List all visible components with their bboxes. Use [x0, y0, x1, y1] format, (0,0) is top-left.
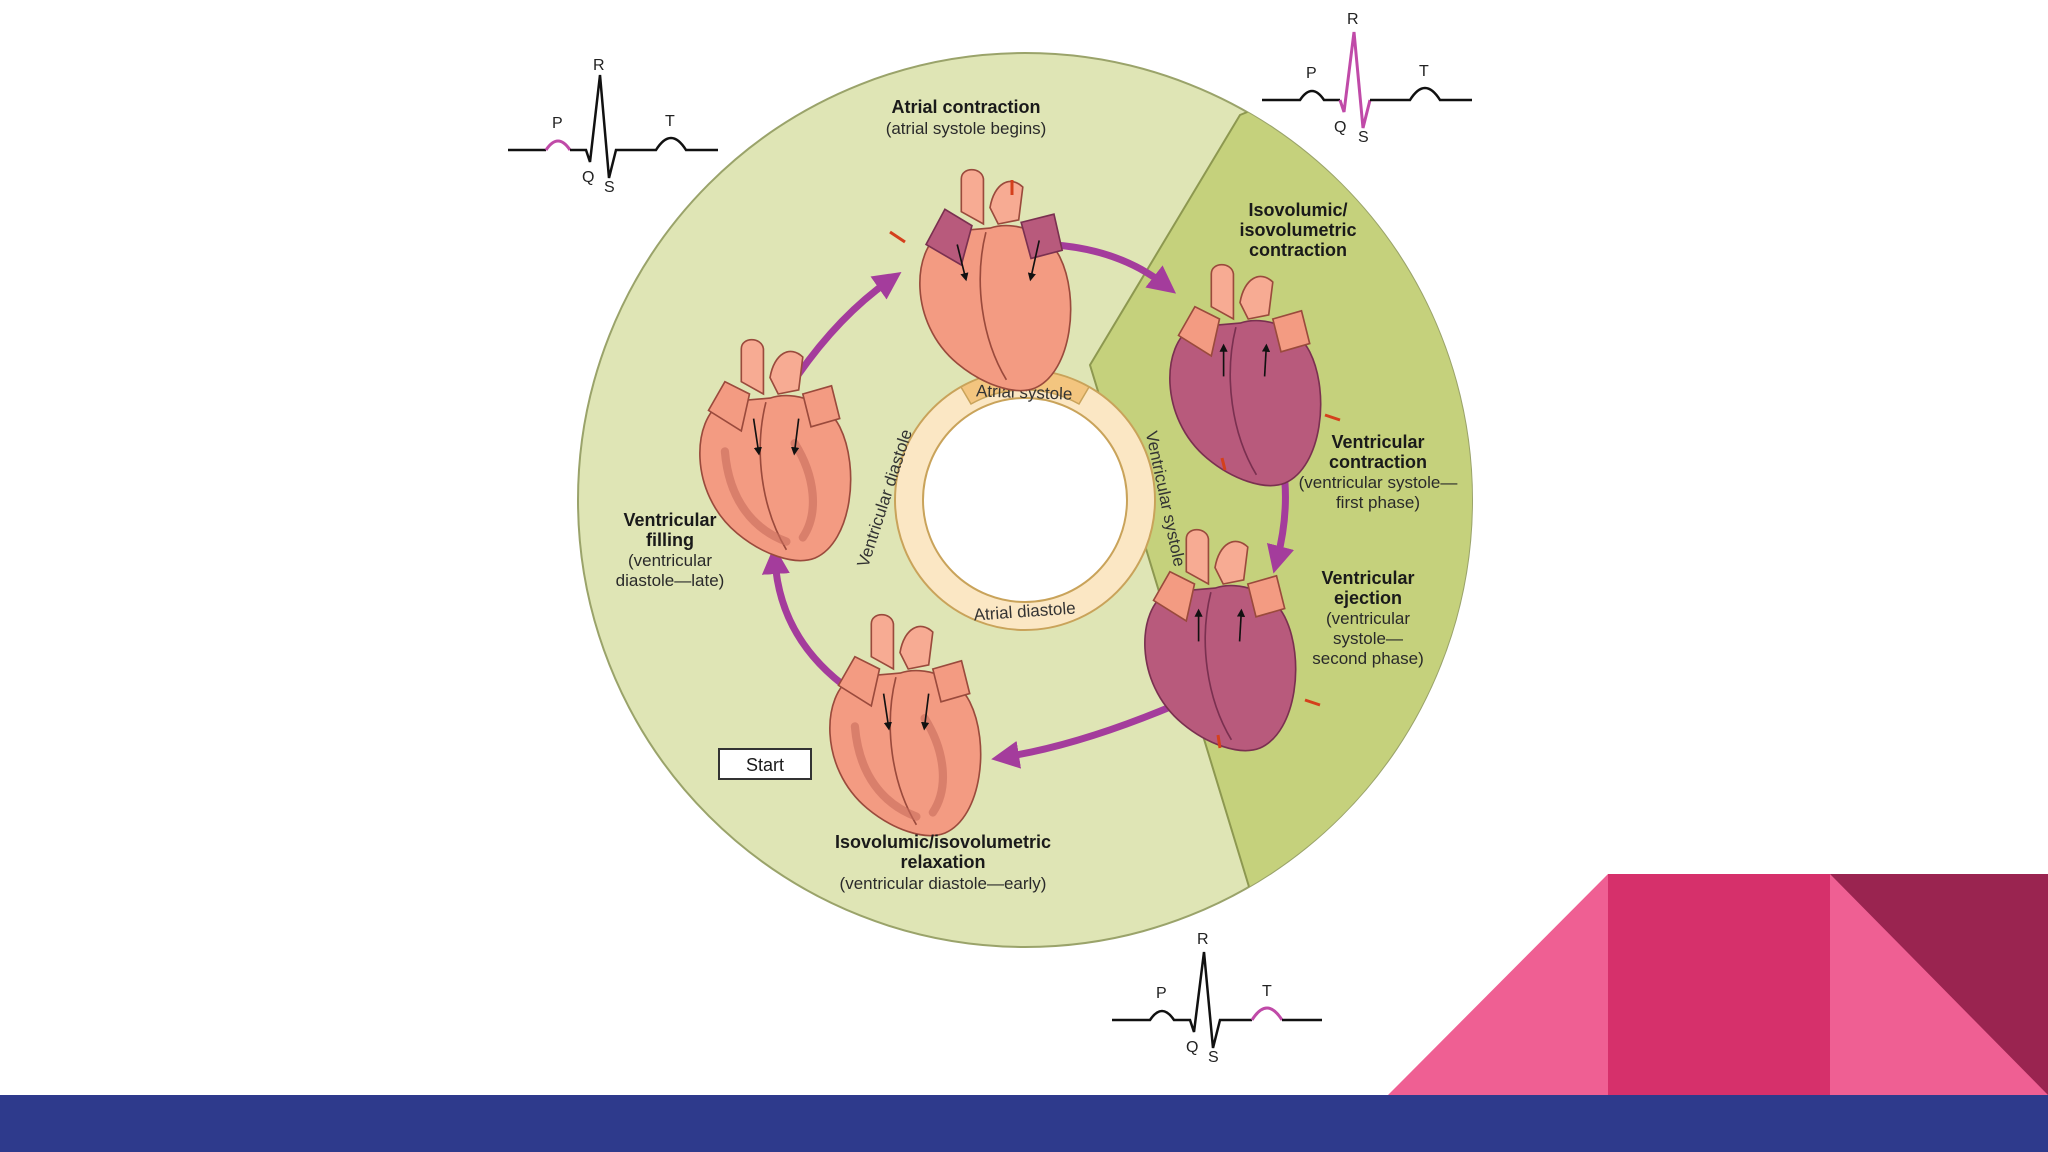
svg-text:T: T — [665, 113, 675, 130]
ecg-trace-qrs-highlight: P R Q S T — [1262, 11, 1472, 146]
red-pointer — [889, 230, 906, 244]
svg-text:filling: filling — [646, 530, 694, 550]
phase-sub-atrial-contraction: (atrial systole begins) — [886, 119, 1047, 138]
start-label: Start — [746, 755, 784, 775]
red-pointer — [1324, 413, 1341, 422]
cycle-arrow-3 — [991, 701, 1179, 769]
svg-text:P: P — [552, 115, 563, 132]
svg-text:R: R — [593, 57, 605, 74]
svg-text:relaxation: relaxation — [900, 852, 985, 872]
svg-text:T: T — [1262, 983, 1272, 1000]
svg-text:(ventricular systole—: (ventricular systole— — [1299, 473, 1458, 492]
phase-label-ventricular-filling: Ventricular filling (ventricular diastol… — [616, 510, 725, 590]
phase-label-ventricular-ejection: Ventricular ejection (ventricular systol… — [1312, 568, 1424, 668]
svg-text:R: R — [1197, 931, 1209, 948]
svg-text:Isovolumic/isovolumetric: Isovolumic/isovolumetric — [835, 832, 1051, 852]
svg-text:(ventricular diastole—early): (ventricular diastole—early) — [840, 874, 1047, 893]
phase-label-isovolumic-relaxation: Isovolumic/isovolumetric relaxation (ven… — [835, 832, 1051, 893]
svg-text:second phase): second phase) — [1312, 649, 1424, 668]
red-pointer — [1304, 698, 1321, 707]
svg-text:contraction: contraction — [1249, 240, 1347, 260]
svg-text:diastole—late): diastole—late) — [616, 571, 725, 590]
phase-title-atrial-contraction: Atrial contraction — [891, 97, 1040, 117]
svg-text:S: S — [604, 179, 615, 196]
svg-text:Ventricular: Ventricular — [1321, 568, 1414, 588]
svg-text:first phase): first phase) — [1336, 493, 1420, 512]
svg-text:(ventricular: (ventricular — [1326, 609, 1410, 628]
svg-text:contraction: contraction — [1329, 452, 1427, 472]
red-pointer — [1220, 457, 1227, 471]
svg-text:Q: Q — [1186, 1039, 1198, 1056]
svg-text:R: R — [1347, 11, 1359, 28]
svg-text:Q: Q — [1334, 119, 1346, 136]
svg-text:systole—: systole— — [1333, 629, 1403, 648]
svg-text:P: P — [1156, 985, 1167, 1002]
center-hole — [922, 397, 1128, 603]
phase-label-ventricular-contraction: Ventricular contraction (ventricular sys… — [1299, 432, 1458, 512]
svg-text:Ventricular: Ventricular — [623, 510, 716, 530]
svg-text:isovolumetric: isovolumetric — [1239, 220, 1356, 240]
svg-text:ejection: ejection — [1334, 588, 1402, 608]
svg-text:S: S — [1208, 1049, 1219, 1066]
svg-text:S: S — [1358, 129, 1369, 146]
cycle-arrow-1 — [1051, 241, 1177, 294]
red-pointer — [1216, 734, 1222, 749]
cycle-arrow-5 — [794, 271, 902, 379]
svg-text:Isovolumic/: Isovolumic/ — [1248, 200, 1347, 220]
svg-text:P: P — [1306, 65, 1317, 82]
phase-label-isovolumic-contraction: Isovolumic/ isovolumetric contraction — [1239, 200, 1356, 260]
start-box — [718, 748, 812, 780]
svg-text:Ventricular: Ventricular — [1331, 432, 1424, 452]
svg-text:Q: Q — [582, 169, 594, 186]
svg-text:(ventricular: (ventricular — [628, 551, 712, 570]
ecg-trace-p-wave-highlight: P R Q S T — [508, 57, 718, 196]
ecg-trace-t-wave-highlight: P R Q S T — [1112, 931, 1322, 1066]
footer-bar — [0, 1095, 2048, 1152]
cycle-arrow-4 — [761, 546, 854, 694]
corner-decoration — [1388, 874, 2048, 1095]
svg-text:T: T — [1419, 63, 1429, 80]
